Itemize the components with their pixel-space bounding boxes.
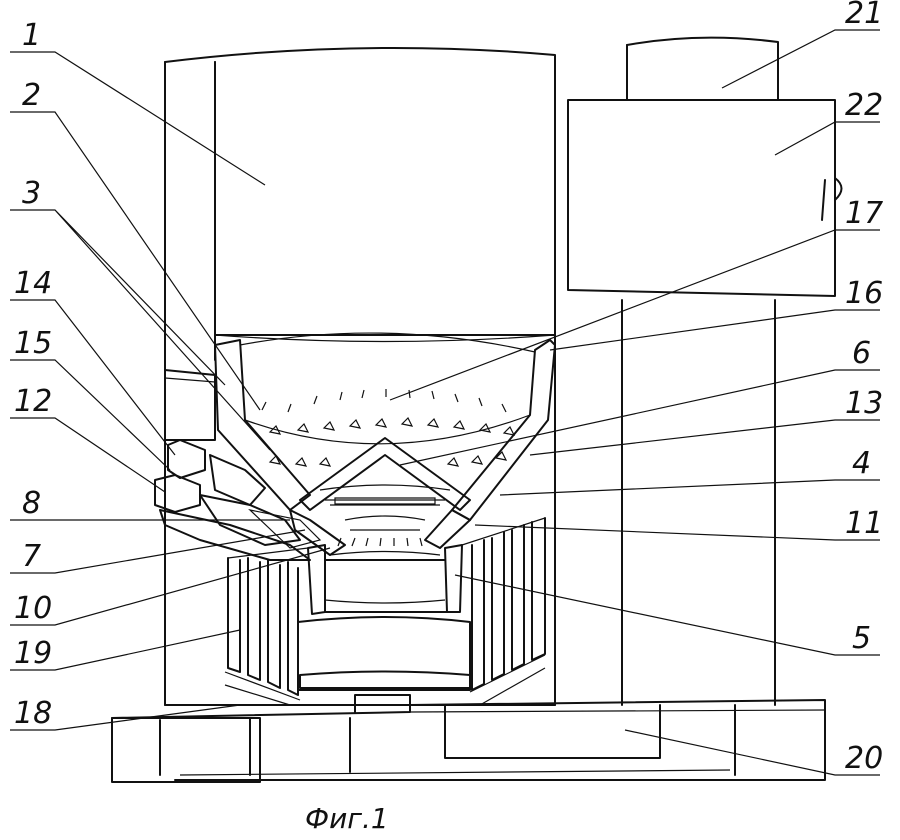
label-22: 22 (845, 88, 883, 123)
label-4: 4 (852, 446, 871, 481)
lower-throat (289, 509, 471, 556)
combustion-chamber (307, 544, 463, 615)
central-cone (299, 437, 471, 511)
label-5: 5 (852, 621, 871, 656)
label-13: 13 (845, 386, 883, 421)
label-16: 16 (845, 276, 883, 311)
label-2: 2 (22, 78, 41, 113)
label-19: 19 (14, 636, 52, 671)
label-8: 8 (22, 486, 41, 521)
label-6: 6 (852, 336, 871, 371)
leader-lines (10, 29, 880, 776)
label-10: 10 (14, 591, 52, 626)
part-labels: 1 2 3 14 15 12 8 7 10 19 18 21 22 17 16 … (14, 0, 883, 776)
label-11: 11 (845, 506, 883, 541)
left-fins (227, 547, 309, 696)
nozzle-row-upper (261, 389, 516, 467)
label-17: 17 (845, 196, 883, 231)
label-14: 14 (14, 266, 52, 301)
right-column (621, 36, 779, 706)
label-3: 3 (22, 176, 41, 211)
label-1: 1 (22, 18, 41, 53)
label-18: 18 (14, 696, 52, 731)
base-frame (111, 694, 826, 783)
label-12: 12 (14, 384, 52, 419)
label-15: 15 (14, 326, 52, 361)
figure-caption: Фиг.1 (305, 802, 389, 835)
main-bunker (164, 46, 556, 706)
right-fins (461, 517, 546, 691)
label-20: 20 (845, 741, 883, 776)
side-feeder (154, 369, 322, 561)
ash-pan (224, 616, 546, 706)
control-box (567, 99, 843, 297)
label-21: 21 (845, 0, 883, 31)
label-7: 7 (22, 539, 41, 574)
